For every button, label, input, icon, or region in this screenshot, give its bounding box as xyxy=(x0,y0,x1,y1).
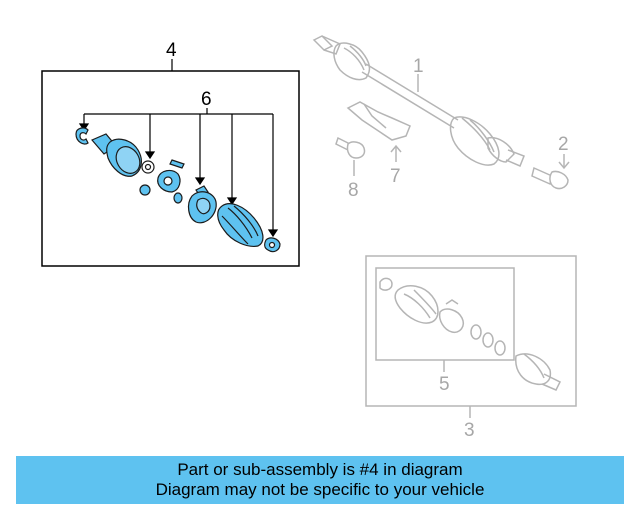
callout-7: 7 xyxy=(390,166,401,187)
bracket xyxy=(346,101,411,162)
snap-ring xyxy=(75,127,89,145)
axle-shaft-assembly xyxy=(312,35,525,167)
assembly-4-box xyxy=(41,70,300,267)
callout-1: 1 xyxy=(413,56,424,77)
boot xyxy=(217,203,264,247)
callout-3: 3 xyxy=(464,420,475,441)
banner-line-2: Diagram may not be specific to your vehi… xyxy=(155,480,485,499)
inner-joint xyxy=(91,133,142,177)
small-rings xyxy=(139,184,183,204)
callout-4: 4 xyxy=(166,40,177,61)
washer xyxy=(141,160,155,174)
boot-clamp-large xyxy=(264,237,281,253)
info-banner: Part or sub-assembly is #4 in diagram Di… xyxy=(16,456,624,504)
callout-6: 6 xyxy=(201,89,212,110)
callout-5: 5 xyxy=(439,374,450,395)
outer-joint-assembly xyxy=(365,255,577,418)
banner-line-1: Part or sub-assembly is #4 in diagram xyxy=(177,460,463,479)
tripod-joint xyxy=(157,169,181,193)
callout-6-arrows xyxy=(78,108,279,238)
bolt-2 xyxy=(531,154,570,190)
callout-2: 2 xyxy=(558,134,569,155)
circlip xyxy=(169,159,185,169)
bolt-8 xyxy=(335,136,366,176)
callout-8: 8 xyxy=(348,180,359,201)
parts-diagram: 4 6 1 2 7 8 5 3 xyxy=(41,35,577,441)
inner-boot-band xyxy=(187,191,217,224)
